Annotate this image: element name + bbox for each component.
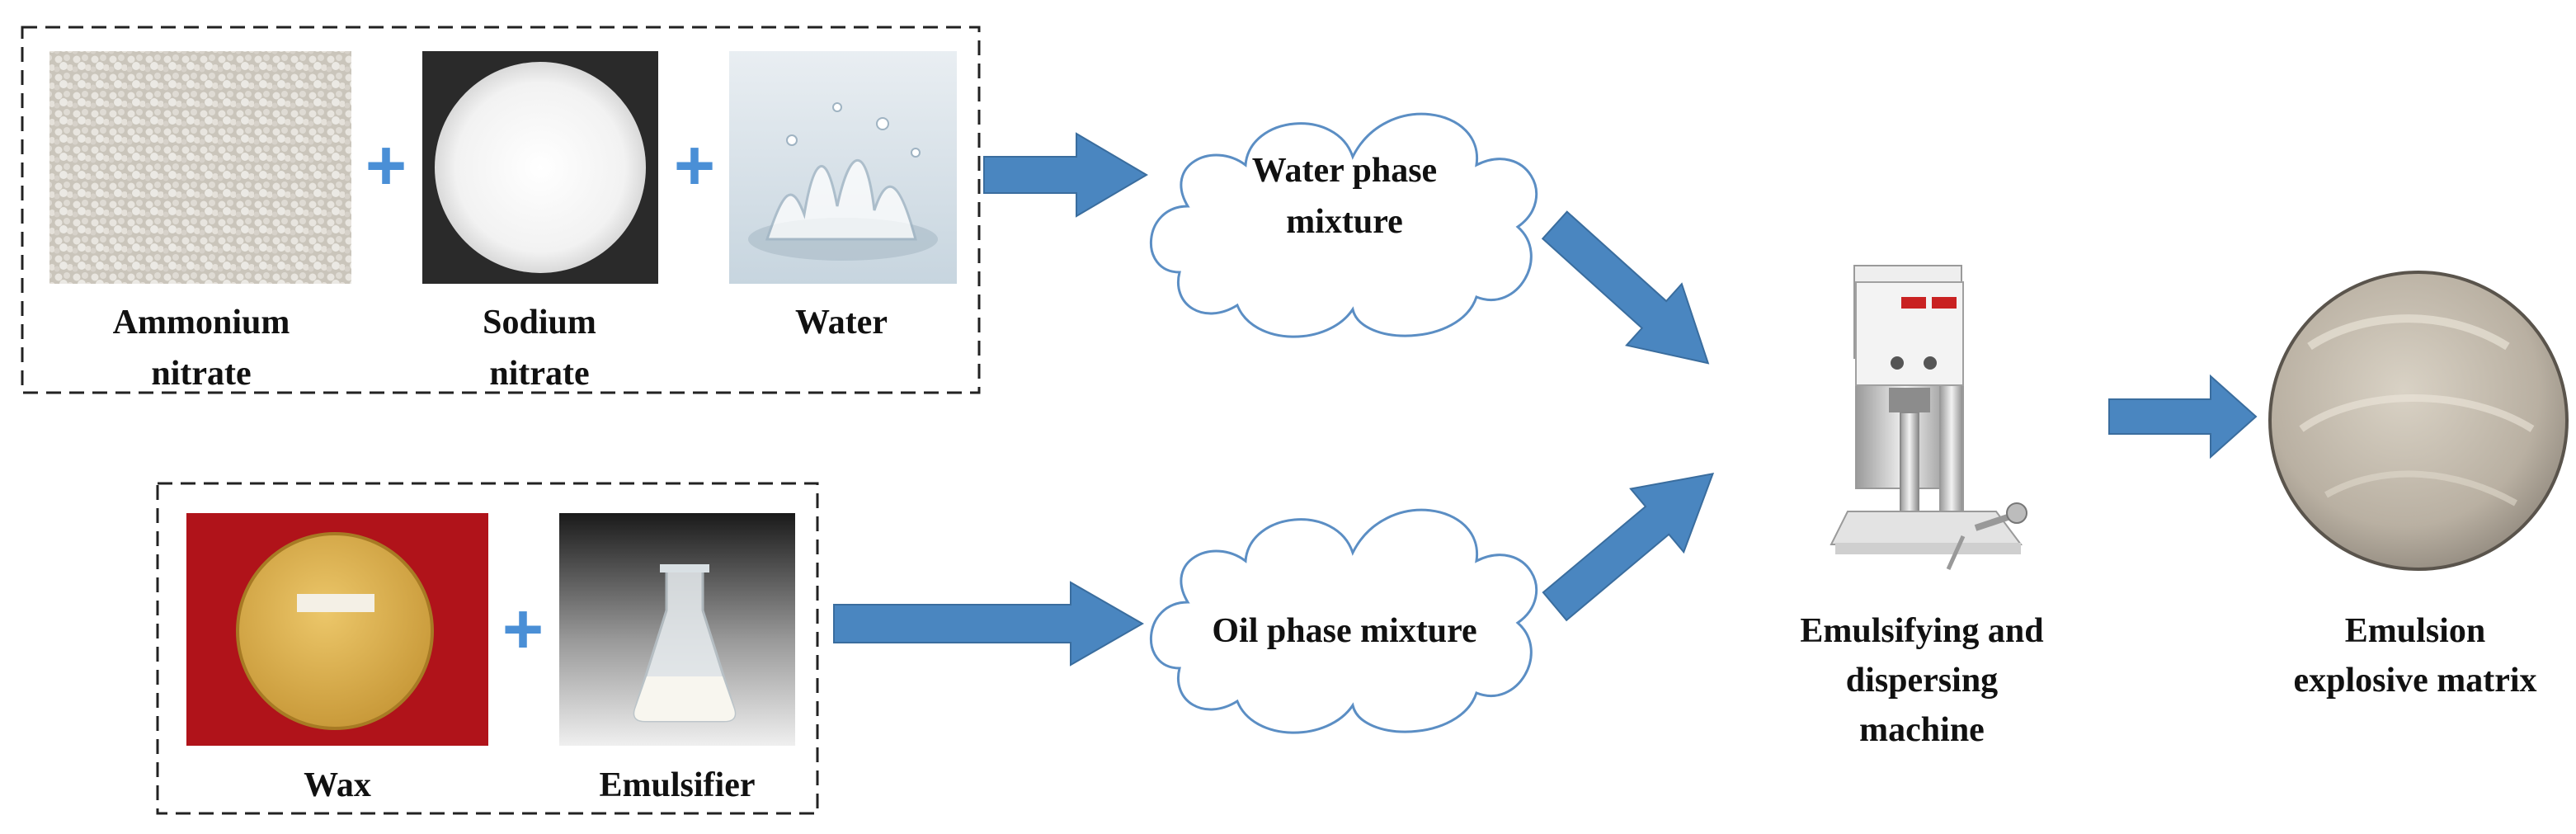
- machine-label-line2: dispersing: [1846, 662, 1998, 700]
- oil-phase-ingredients-box: [156, 482, 819, 815]
- arrow-water-phase-to-machine: [1541, 210, 1710, 365]
- water-label: Water: [795, 304, 888, 342]
- emulsifier-label: Emulsifier: [600, 766, 756, 804]
- wax-image: [186, 513, 488, 746]
- plus-sign: +: [365, 126, 407, 205]
- oil-phase-cloud: [1150, 508, 1538, 734]
- arrow-to-water-phase: [983, 132, 1148, 218]
- ammonium-nitrate-image: [49, 51, 351, 284]
- machine-label-line3: machine: [1859, 711, 1985, 749]
- plus-sign: +: [674, 126, 715, 205]
- water-phase-ingredients-box: [21, 26, 981, 394]
- water-phase-cloud: [1150, 112, 1538, 338]
- emulsifying-machine-image: [1830, 265, 2027, 571]
- ammonium-nitrate-label-line2: nitrate: [151, 355, 251, 393]
- arrow-to-oil-phase: [833, 581, 1145, 667]
- plus-sign: +: [502, 590, 544, 669]
- arrow-to-emulsion-matrix: [2108, 374, 2258, 459]
- emulsion-matrix-label-line2: explosive matrix: [2293, 662, 2536, 700]
- oil-phase-mixture-label: Oil phase mixture: [1212, 612, 1476, 650]
- sodium-nitrate-label-line2: nitrate: [489, 355, 589, 393]
- water-phase-mixture-label-line2: mixture: [1286, 203, 1403, 241]
- sodium-nitrate-label: Sodium: [483, 304, 596, 342]
- emulsion-matrix-image: [2268, 271, 2569, 571]
- emulsifier-flask-image: [559, 513, 795, 746]
- sodium-nitrate-image: [422, 51, 658, 284]
- machine-label: Emulsifying and: [1800, 612, 2043, 650]
- water-phase-mixture-label: Water phase: [1252, 152, 1437, 190]
- water-splash-image: [729, 51, 957, 284]
- ammonium-nitrate-label: Ammonium: [113, 304, 290, 342]
- arrow-oil-phase-to-machine: [1542, 473, 1715, 622]
- emulsion-matrix-label: Emulsion: [2345, 612, 2485, 650]
- wax-label: Wax: [304, 766, 371, 804]
